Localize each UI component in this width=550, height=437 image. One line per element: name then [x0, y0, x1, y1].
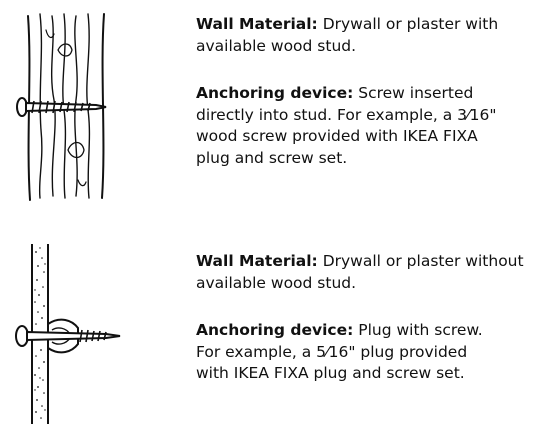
anchoring-device-value-line2: For example, a 5⁄16" plug provided: [196, 342, 468, 361]
wall-material-value: Drywall or plaster without: [317, 252, 524, 270]
anchoring-device-text-2: Anchoring device: Plug with screw. For e…: [196, 320, 546, 385]
wall-material-value-cont: available wood stud.: [196, 273, 357, 292]
wall-material-value-cont: available wood stud.: [196, 36, 357, 55]
anchoring-device-value: Screw inserted: [353, 84, 474, 102]
anchoring-device-value-line3: wood screw provided with IKEA FIXA: [196, 127, 478, 145]
anchoring-device-value: Plug with screw.: [353, 321, 483, 339]
anchoring-device-value-line4: plug and screw set.: [196, 148, 348, 167]
anchoring-device-value-line3: with IKEA FIXA plug and screw set.: [196, 364, 465, 382]
anchoring-device-text-1: Anchoring device: Screw inserted directl…: [196, 83, 546, 169]
wall-material-value: Drywall or plaster with: [317, 15, 499, 33]
anchoring-device-label: Anchoring device:: [196, 321, 354, 339]
drywall-plug-screw-illustration: [8, 240, 130, 430]
anchoring-device-value-line2: directly into stud. For example, a 3⁄16": [196, 105, 497, 124]
wall-material-label: Wall Material:: [196, 15, 318, 33]
wall-material-text-1: Wall Material: Drywall or plaster with a…: [196, 14, 546, 57]
wall-material-text-2: Wall Material: Drywall or plaster withou…: [196, 251, 546, 294]
wood-stud-screw-illustration: [8, 10, 120, 202]
wall-material-label: Wall Material:: [196, 252, 318, 270]
anchoring-device-label: Anchoring device:: [196, 84, 354, 102]
